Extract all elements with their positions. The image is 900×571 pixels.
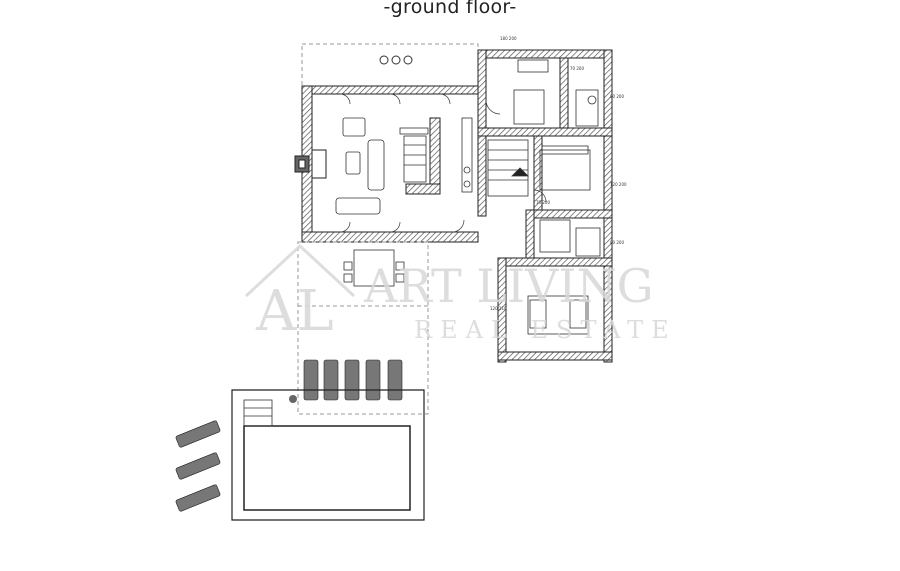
dim-door-bed-3: 80 200 xyxy=(610,240,624,245)
watermark: AL ART LIVING REAL ESTATE xyxy=(244,243,677,344)
dim-window-top-2: 70 200 xyxy=(570,66,584,71)
door-arcs xyxy=(339,93,547,233)
dim-door-bed-2: 120 200 xyxy=(610,182,627,187)
dining-table xyxy=(343,249,405,287)
east-wing-walls xyxy=(477,49,613,363)
lower-terrace-outline xyxy=(297,241,429,415)
upper-terrace-outline xyxy=(301,43,479,89)
swimming-pool xyxy=(231,389,425,521)
dim-door-hall: 70 200 xyxy=(536,200,550,205)
dim-door-bath-1: 80 200 xyxy=(610,94,624,99)
watermark-monogram: AL xyxy=(255,279,334,344)
living-furniture xyxy=(335,117,473,215)
living-wing-walls xyxy=(301,85,479,243)
dim-door-terrace: 120 210 xyxy=(490,306,507,311)
terrace-round-plants xyxy=(379,55,413,65)
dimension-labels: 180 200 70 200 80 200 120 200 70 200 80 … xyxy=(490,36,627,311)
sun-loungers-side xyxy=(175,420,221,512)
watermark-sub: REAL ESTATE xyxy=(414,316,677,344)
chimney xyxy=(294,149,327,179)
plan-title: -ground floor- xyxy=(383,0,517,18)
watermark-brand: ART LIVING xyxy=(363,259,653,313)
dim-window-top-1: 180 200 xyxy=(500,36,517,41)
sun-loungers-row xyxy=(303,359,403,401)
bedroom-furniture xyxy=(513,59,601,335)
staircase xyxy=(487,139,529,197)
kitchen-partition xyxy=(405,117,441,195)
